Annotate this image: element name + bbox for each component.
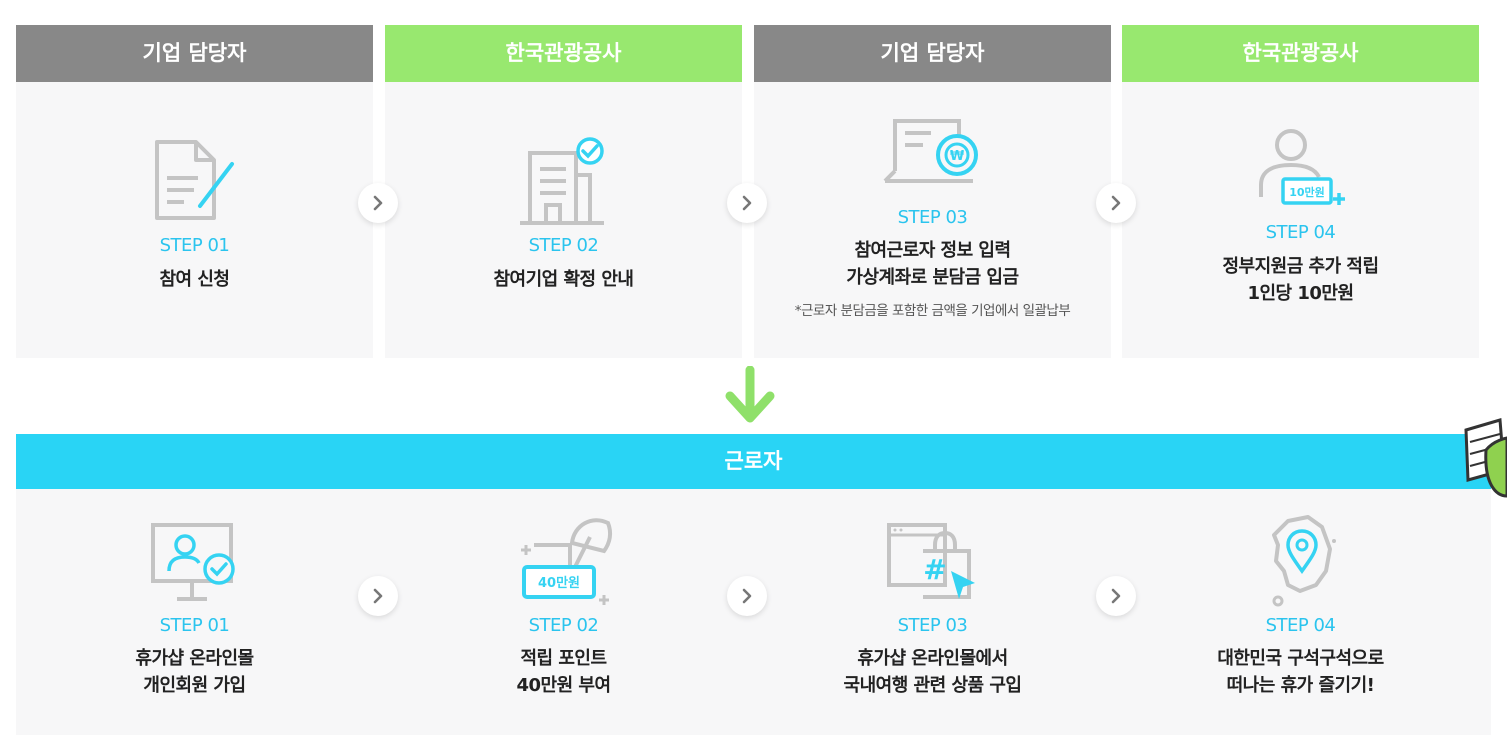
badge-text: 10만원 bbox=[1289, 185, 1325, 199]
step-label: STEP 02 bbox=[528, 615, 599, 636]
card-header: 한국관광공사 bbox=[1122, 25, 1479, 82]
step-label: STEP 03 bbox=[897, 615, 968, 636]
step-description-line: 정부지원금 추가 적립 bbox=[1222, 256, 1379, 277]
beach-points-icon: 40만원 bbox=[512, 513, 616, 611]
next-step-arrow bbox=[358, 183, 398, 223]
next-step-arrow bbox=[358, 576, 398, 616]
step-description-line: 참여기업 확정 안내 bbox=[493, 269, 634, 290]
step-description: 적립 포인트 40만원 부여 bbox=[385, 645, 742, 699]
step-description-line: 대한민국 구석구석으로 bbox=[1217, 648, 1384, 669]
step-label: STEP 02 bbox=[528, 235, 599, 256]
step-description-line: 참여근로자 정보 입력 bbox=[854, 240, 1011, 261]
person-money-plus-icon: 10만원 bbox=[1253, 127, 1349, 215]
company-step-card-4: 한국관광공사 10만원 STEP 04 정부지원금 추가 적립 1인당 10만원 bbox=[1122, 25, 1479, 358]
monitor-user-check-icon bbox=[149, 521, 241, 607]
shopping-bag-hashtag-icon: # bbox=[885, 521, 981, 609]
worker-section-header: 근로자 bbox=[16, 434, 1491, 489]
step-label: STEP 04 bbox=[1265, 615, 1336, 636]
step-description-line: 떠나는 휴가 즐기기! bbox=[1226, 675, 1375, 696]
svg-text:₩: ₩ bbox=[949, 149, 964, 164]
step-description: 대한민국 구석구석으로 떠나는 휴가 즐기기! bbox=[1122, 645, 1479, 699]
company-step-card-1: 기업 담당자 STEP 01 참여 신청 bbox=[16, 25, 373, 358]
next-step-arrow bbox=[727, 576, 767, 616]
laptop-won-icon: ₩ bbox=[883, 117, 983, 193]
step-description: 휴가샵 온라인몰 개인회원 가입 bbox=[16, 645, 373, 699]
company-step-card-2: 한국관광공사 STEP 02 참여기업 확정 안내 bbox=[385, 25, 742, 358]
card-header: 기업 담당자 bbox=[754, 25, 1111, 82]
mascot-icon bbox=[1460, 410, 1507, 504]
card-header: 한국관광공사 bbox=[385, 25, 742, 82]
step-description-line: 개인회원 가입 bbox=[143, 675, 246, 696]
step-description-line: 휴가샵 온라인몰 bbox=[135, 648, 254, 669]
step-description: 참여기업 확정 안내 bbox=[385, 266, 742, 293]
step-description-line: 참여 신청 bbox=[159, 269, 230, 290]
chevron-right-icon bbox=[373, 588, 383, 604]
step-description-line: 휴가샵 온라인몰에서 bbox=[857, 648, 1008, 669]
next-step-arrow bbox=[1096, 576, 1136, 616]
step-description-line: 1인당 10만원 bbox=[1247, 283, 1354, 304]
step-label: STEP 03 bbox=[897, 207, 968, 228]
document-edit-icon bbox=[152, 140, 238, 226]
step-description-line: 국내여행 관련 상품 구입 bbox=[843, 675, 1022, 696]
chevron-right-icon bbox=[742, 195, 752, 211]
chevron-right-icon bbox=[742, 588, 752, 604]
step-description: 참여근로자 정보 입력 가상계좌로 분담금 입금 bbox=[754, 237, 1111, 291]
badge-text: 40만원 bbox=[537, 575, 579, 591]
next-step-arrow bbox=[727, 183, 767, 223]
step-description: 참여 신청 bbox=[16, 266, 373, 293]
step-note: *근로자 분담금을 포함한 금액을 기업에서 일괄납부 bbox=[794, 303, 1071, 319]
step-description: 휴가샵 온라인몰에서 국내여행 관련 상품 구입 bbox=[754, 645, 1111, 699]
step-description-line: 적립 포인트 bbox=[520, 648, 607, 669]
step-label: STEP 01 bbox=[159, 615, 230, 636]
company-step-card-3: 기업 담당자 ₩ STEP 03 참여근로자 정보 입력 가상계좌로 분담금 입… bbox=[754, 25, 1111, 358]
step-description: 정부지원금 추가 적립 1인당 10만원 bbox=[1122, 253, 1479, 307]
step-description-line: 40만원 부여 bbox=[516, 675, 611, 696]
step-label: STEP 04 bbox=[1265, 222, 1336, 243]
korea-map-pin-icon bbox=[1264, 515, 1338, 611]
step-label: STEP 01 bbox=[159, 235, 230, 256]
step-description-line: 가상계좌로 분담금 입금 bbox=[846, 267, 1019, 288]
arrow-down-icon bbox=[724, 365, 776, 430]
svg-text:#: # bbox=[923, 553, 946, 586]
next-step-arrow bbox=[1096, 183, 1136, 223]
building-check-icon bbox=[516, 135, 612, 231]
chevron-right-icon bbox=[1111, 588, 1121, 604]
chevron-right-icon bbox=[373, 195, 383, 211]
chevron-right-icon bbox=[1111, 195, 1121, 211]
card-header: 기업 담당자 bbox=[16, 25, 373, 82]
